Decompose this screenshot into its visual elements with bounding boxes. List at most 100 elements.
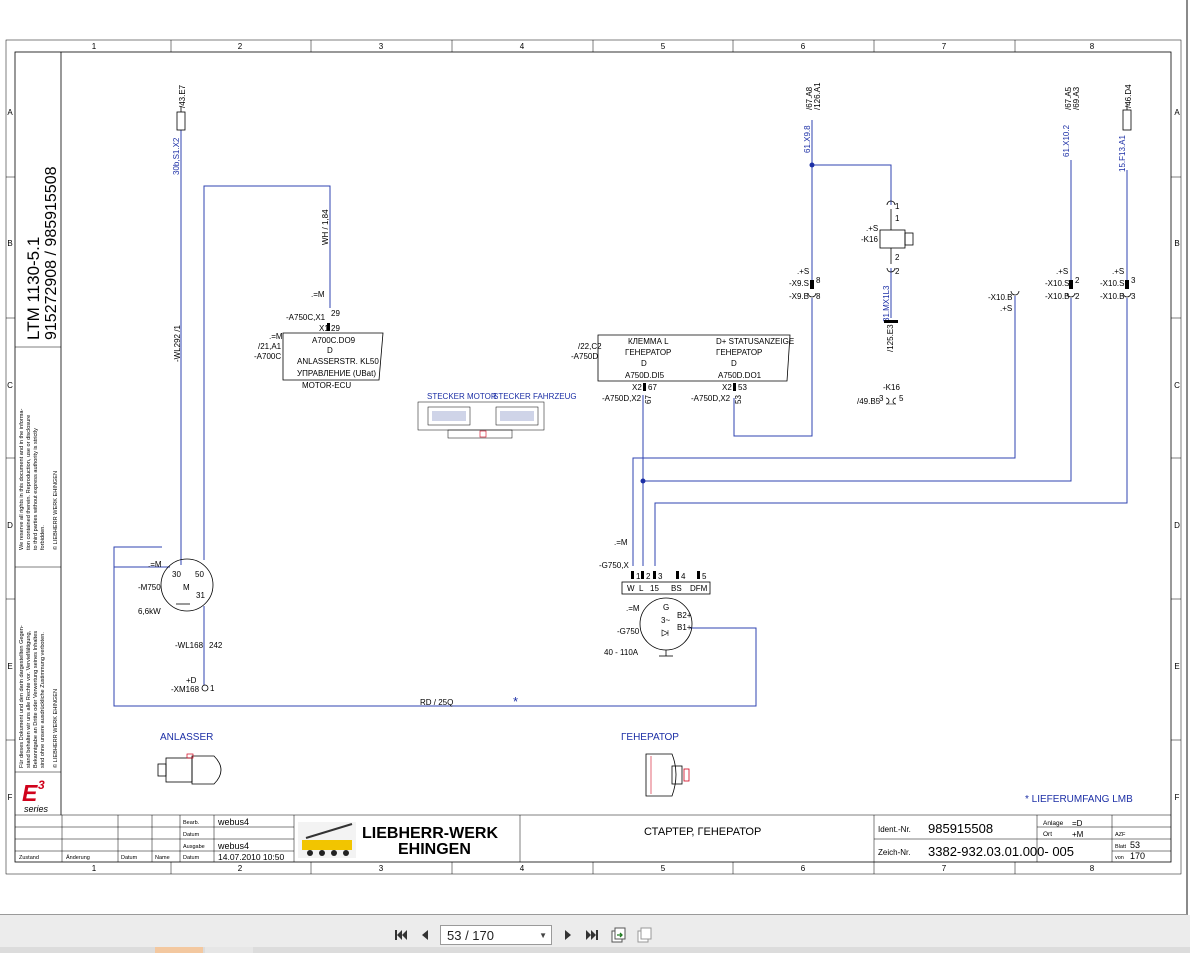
notice-de-3: Bekanntgabe an Dritte oder Verwertung se… xyxy=(33,631,39,768)
issue-date: 14.07.2010 10:50 xyxy=(218,852,284,862)
xm168-label: -XM168 xyxy=(171,685,200,694)
svg-text:Datum: Datum xyxy=(183,832,200,838)
wire-wh-label: WH / 1,84 xyxy=(321,209,330,245)
drawing-number: 3382-932.03.01.000- 005 xyxy=(928,844,1074,859)
svg-text:STECKER MOTOR: STECKER MOTOR xyxy=(427,392,497,401)
column-label-top-2: 3 xyxy=(379,42,384,51)
x9s-label: -X9.S xyxy=(789,279,809,288)
export-button[interactable] xyxy=(609,926,627,944)
k16-relay-coil xyxy=(879,229,906,249)
svg-text:D: D xyxy=(327,346,333,355)
column-label-bottom-5: 6 xyxy=(801,864,806,873)
next-page-button[interactable] xyxy=(559,926,577,944)
wire-wl292-label: -WL292 /1 xyxy=(173,325,182,362)
a750d-label: -A750D xyxy=(571,352,598,361)
svg-text:50: 50 xyxy=(195,570,204,579)
export-pages-icon xyxy=(611,927,626,943)
svg-text:ANLASSERSTR. KL50: ANLASSERSTR. KL50 xyxy=(297,357,379,366)
bearb-value: webus4 xyxy=(217,817,249,827)
svg-text:УПРАВЛЕНИЕ (UBat): УПРАВЛЕНИЕ (UBat) xyxy=(297,369,376,378)
svg-text:ГЕНЕРАТОР: ГЕНЕРАТОР xyxy=(625,348,671,357)
wire-31mx1l3-label: 31.MX1L3 xyxy=(882,285,891,322)
last-page-button[interactable] xyxy=(583,926,601,944)
title-block xyxy=(15,814,1171,862)
svg-text:1: 1 xyxy=(895,214,900,223)
company-name-1: LIEBHERR-WERK xyxy=(362,825,498,842)
column-label-bottom-1: 2 xyxy=(238,864,243,873)
anlasser-caption: ANLASSER xyxy=(160,732,213,743)
next-page-icon xyxy=(565,930,571,940)
row-label-left-2: C xyxy=(7,381,13,390)
row-label-left-3: D xyxy=(7,521,13,530)
x9b-label: -X9.B xyxy=(789,292,809,301)
wire-61x10-label: 61.X10.2 xyxy=(1062,124,1071,157)
notice-en-5: © LIEBHERR WERK EHINGEN xyxy=(52,471,59,550)
wire-30b-label: 30b,S1.X2 xyxy=(172,137,181,175)
svg-text:1: 1 xyxy=(895,202,900,211)
svg-text:Anlage: Anlage xyxy=(1043,820,1064,827)
svg-text:5: 5 xyxy=(702,572,707,581)
svg-text:1: 1 xyxy=(636,572,641,581)
page-navigation-toolbar: 53 / 170 ▼ xyxy=(0,915,1190,953)
tab-active[interactable] xyxy=(155,947,203,953)
svg-text:5: 5 xyxy=(899,394,904,403)
ref-43e7: /43.E7 xyxy=(178,84,187,108)
page-select-value: 53 / 170 xyxy=(447,927,494,943)
row-label-right-3: D xyxy=(1174,521,1180,530)
a750c-x1-label: -A750C,X1 xyxy=(286,313,326,322)
motor-power: 6,6kW xyxy=(138,607,161,616)
column-label-bottom-3: 4 xyxy=(520,864,525,873)
row-label-right-5: F xyxy=(1175,793,1180,802)
row-label-right-2: C xyxy=(1174,381,1180,390)
x10s3-label: -X10.S xyxy=(1100,279,1124,288)
g750-rating: 40 - 110A xyxy=(604,648,639,657)
company-name-2: EHINGEN xyxy=(398,841,471,858)
svg-text:M: M xyxy=(183,583,190,592)
svg-text:Datum: Datum xyxy=(183,855,200,861)
svg-text:/21,A1: /21,A1 xyxy=(258,342,282,351)
svg-text:STECKER FAHRZEUG: STECKER FAHRZEUG xyxy=(493,392,577,401)
generator-caption: ГЕНЕРАТОР xyxy=(621,732,679,743)
sheet-title: СТАРТЕР, ГЕНЕРАТОР xyxy=(644,826,761,838)
copy-button[interactable] xyxy=(635,926,653,944)
svg-text:/49.B5: /49.B5 xyxy=(857,397,881,406)
svg-text:W: W xyxy=(627,584,635,593)
svg-text:3: 3 xyxy=(879,394,884,403)
svg-text:3: 3 xyxy=(38,778,45,792)
row-label-right-4: E xyxy=(1174,662,1179,671)
document-numbers: 915272908 / 985915508 xyxy=(43,166,60,340)
svg-text:1: 1 xyxy=(210,684,215,693)
svg-text:X2: X2 xyxy=(632,383,642,392)
wire-61x9-label: 61.X9.8 xyxy=(803,125,812,153)
svg-text:4: 4 xyxy=(681,572,686,581)
e3-logo: E 3 series xyxy=(22,778,49,814)
chevron-down-icon: ▼ xyxy=(539,931,547,940)
tab-inactive[interactable] xyxy=(205,947,253,953)
svg-text:A750D.DO1: A750D.DO1 xyxy=(718,371,762,380)
column-label-bottom-4: 5 xyxy=(661,864,666,873)
wl168-label: -WL168 xyxy=(175,641,204,650)
svg-text:3~: 3~ xyxy=(661,616,670,625)
a750d-x2-53: -A750D,X2 xyxy=(691,394,731,403)
k16-label: -K16 xyxy=(861,235,878,244)
svg-text:AZF: AZF xyxy=(1115,832,1126,838)
svg-text:L: L xyxy=(639,584,644,593)
a750d-x2-67: -A750D,X2 xyxy=(602,394,642,403)
outer-frame xyxy=(5,39,1182,875)
first-page-button[interactable] xyxy=(392,926,410,944)
prev-page-button[interactable] xyxy=(416,926,434,944)
x10s2-label: -X10.S xyxy=(1045,279,1069,288)
svg-text:53: 53 xyxy=(738,383,747,392)
svg-text:Ident.-Nr.: Ident.-Nr. xyxy=(878,825,911,834)
connector-plugs: STECKER MOTOR STECKER FAHRZEUG xyxy=(417,392,577,439)
liebherr-logo xyxy=(298,822,356,858)
svg-text:31: 31 xyxy=(196,591,205,600)
column-label-top-3: 4 xyxy=(520,42,525,51)
lieferumfang-note: * LIEFERUMFANG LMB xyxy=(1025,794,1133,805)
svg-text:Blatt: Blatt xyxy=(1115,844,1126,850)
page-select[interactable]: 53 / 170 ▼ xyxy=(440,925,552,945)
svg-text:15: 15 xyxy=(650,584,659,593)
